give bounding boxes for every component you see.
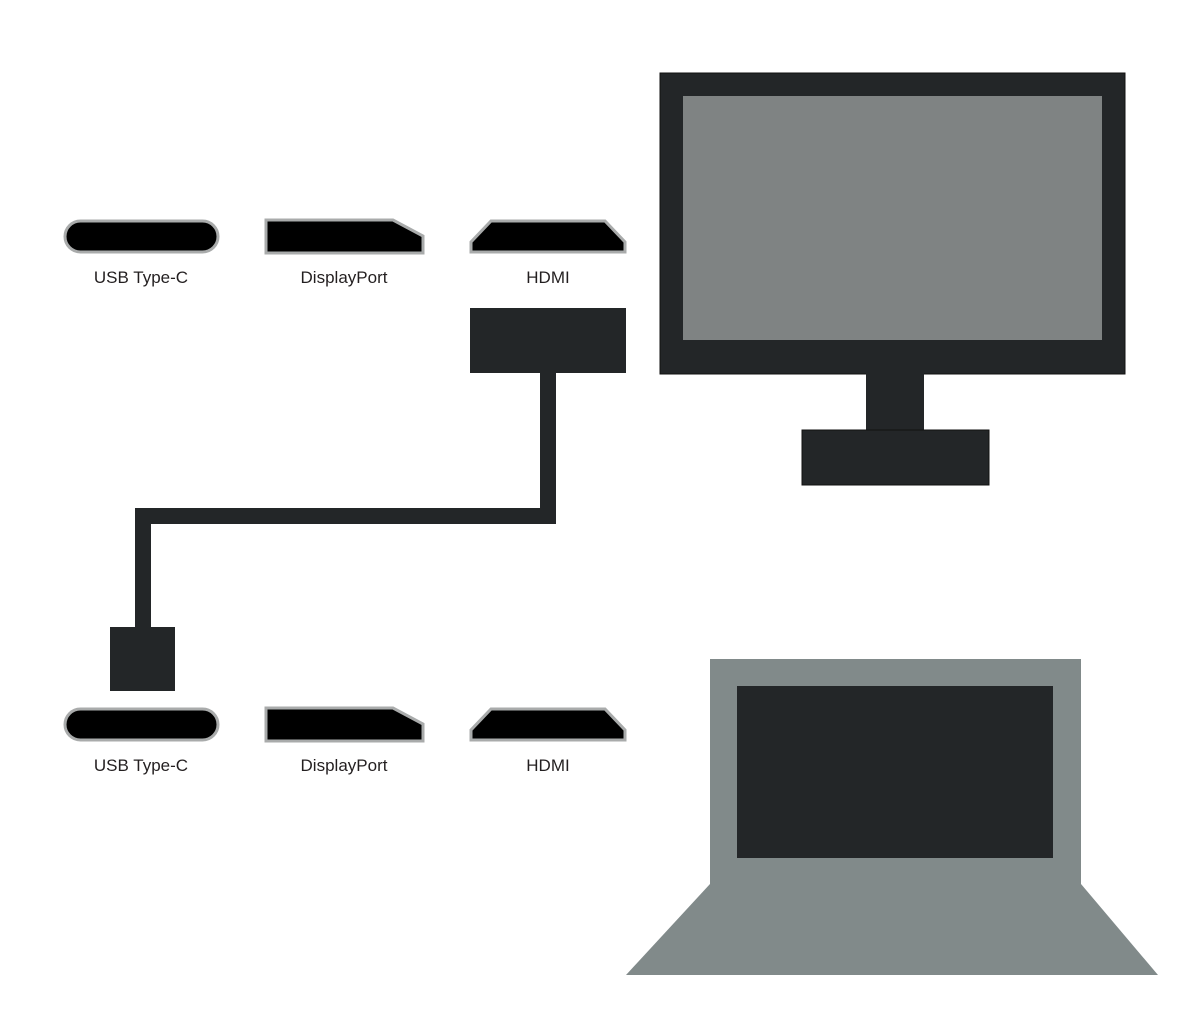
cable-wire (135, 373, 556, 628)
port-label: USB Type-C (94, 268, 188, 287)
monitor-screen (683, 96, 1102, 340)
hdmi-plug-icon (470, 308, 626, 373)
hdmi-port-icon (469, 219, 627, 254)
port-label: HDMI (526, 268, 569, 287)
port-label: USB Type-C (94, 756, 188, 775)
laptop-screen (737, 686, 1053, 858)
laptop-icon (626, 659, 1158, 975)
port-label: DisplayPort (301, 756, 388, 775)
hdmi-port-icon (469, 707, 627, 742)
usb-c-port-icon (63, 219, 220, 254)
port-label: DisplayPort (301, 268, 388, 287)
monitor-icon (659, 72, 1126, 486)
usb-c-port-icon (63, 707, 220, 742)
usb-c-plug-icon (110, 627, 175, 691)
laptop-keyboard-deck (626, 884, 1158, 975)
monitor-base (801, 429, 990, 486)
port-label: HDMI (526, 756, 569, 775)
displayport-port-icon (264, 218, 425, 255)
laptop-ports-row: USB Type-C DisplayPort HDMI (63, 706, 627, 775)
displayport-port-icon (264, 706, 425, 743)
cable-icon (110, 308, 626, 691)
monitor-ports-row: USB Type-C DisplayPort HDMI (63, 218, 627, 287)
monitor-neck (866, 373, 924, 431)
